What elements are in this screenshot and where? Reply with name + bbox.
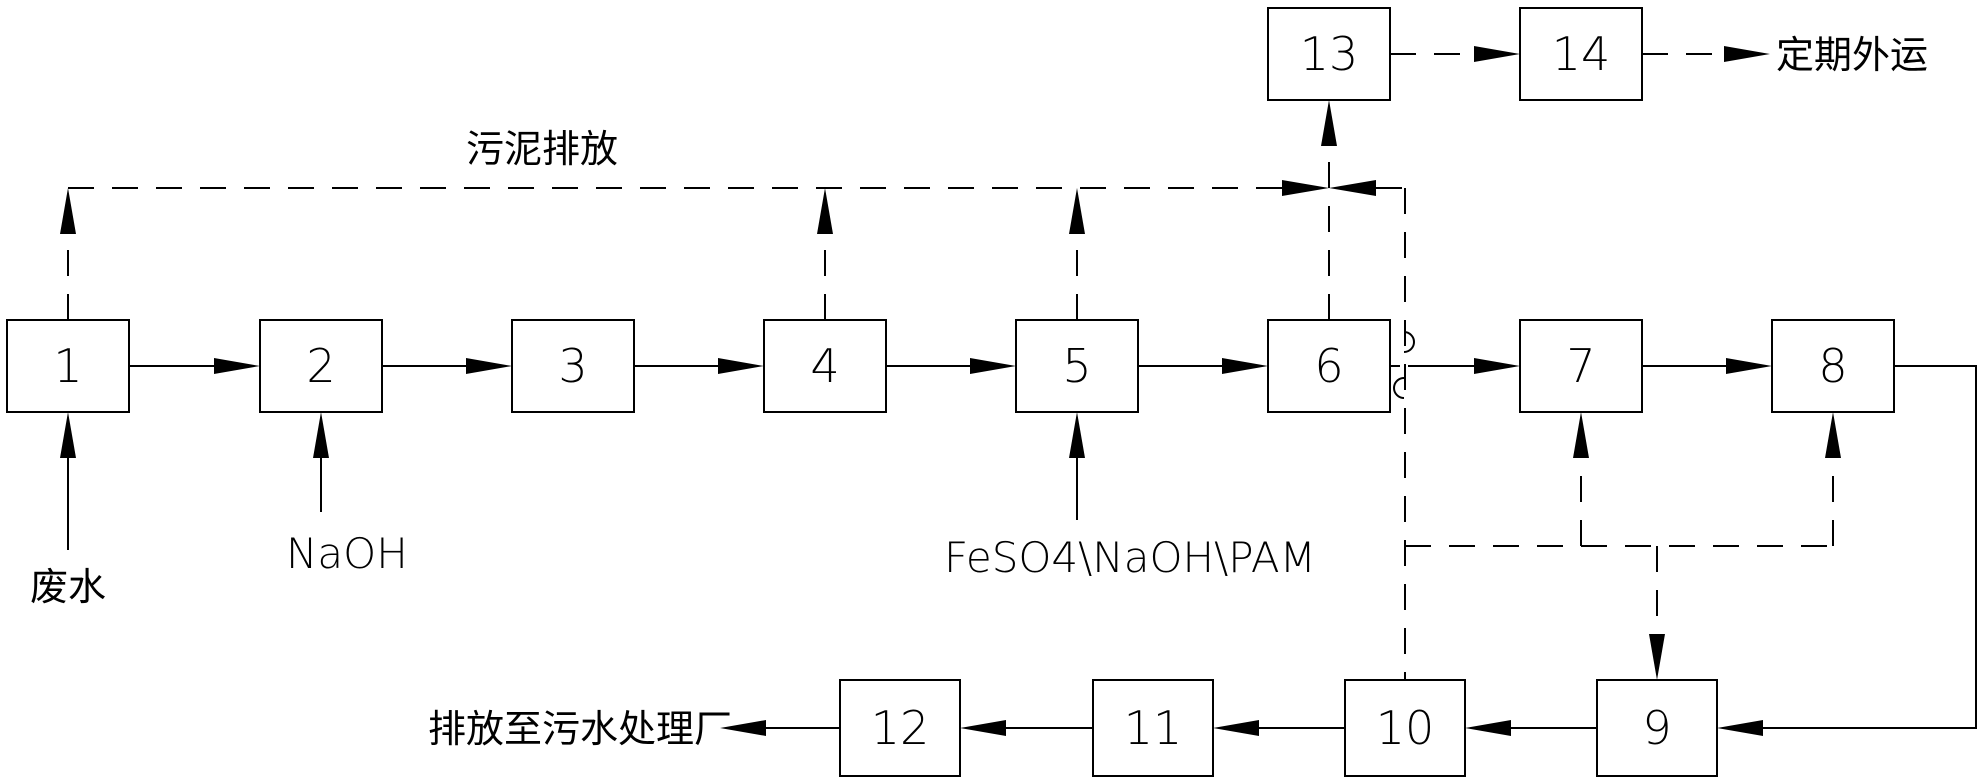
wastewater-label: 废水 bbox=[30, 565, 106, 609]
box-7: 7 bbox=[1519, 319, 1643, 413]
box-10: 10 bbox=[1344, 679, 1466, 777]
box-14-label: 14 bbox=[1552, 27, 1611, 81]
box-9-label: 9 bbox=[1642, 701, 1671, 755]
box-11-label: 11 bbox=[1124, 701, 1183, 755]
box-6: 6 bbox=[1267, 319, 1391, 413]
box-5-label: 5 bbox=[1062, 339, 1091, 393]
box-11: 11 bbox=[1092, 679, 1214, 777]
box-3-label: 3 bbox=[558, 339, 587, 393]
discharge-plant-label: 排放至污水处理厂 bbox=[428, 707, 732, 751]
box-13: 13 bbox=[1267, 7, 1391, 101]
box-6-label: 6 bbox=[1314, 339, 1343, 393]
box-1: 1 bbox=[6, 319, 130, 413]
naoh-label: NaOH bbox=[286, 529, 408, 578]
box-7-label: 7 bbox=[1566, 339, 1595, 393]
box-13-label: 13 bbox=[1300, 27, 1359, 81]
chemicals-label: FeSO4\NaOH\PAM bbox=[944, 533, 1316, 582]
box-3: 3 bbox=[511, 319, 635, 413]
box-4: 4 bbox=[763, 319, 887, 413]
box-1-label: 1 bbox=[53, 339, 82, 393]
sludge-discharge-label: 污泥排放 bbox=[466, 127, 618, 171]
sludge-lines bbox=[60, 46, 1841, 680]
feed-arrows bbox=[60, 412, 1085, 550]
box-2-label: 2 bbox=[306, 339, 335, 393]
main-flow-arrows bbox=[129, 331, 1977, 736]
box-2: 2 bbox=[259, 319, 383, 413]
box-5: 5 bbox=[1015, 319, 1139, 413]
regular-transport-label: 定期外运 bbox=[1776, 33, 1928, 77]
box-10-label: 10 bbox=[1376, 701, 1435, 755]
box-8: 8 bbox=[1771, 319, 1895, 413]
box-8-label: 8 bbox=[1818, 339, 1847, 393]
box-12: 12 bbox=[839, 679, 961, 777]
box-4-label: 4 bbox=[810, 339, 839, 393]
box-14: 14 bbox=[1519, 7, 1643, 101]
box-12-label: 12 bbox=[871, 701, 930, 755]
box-9: 9 bbox=[1596, 679, 1718, 777]
